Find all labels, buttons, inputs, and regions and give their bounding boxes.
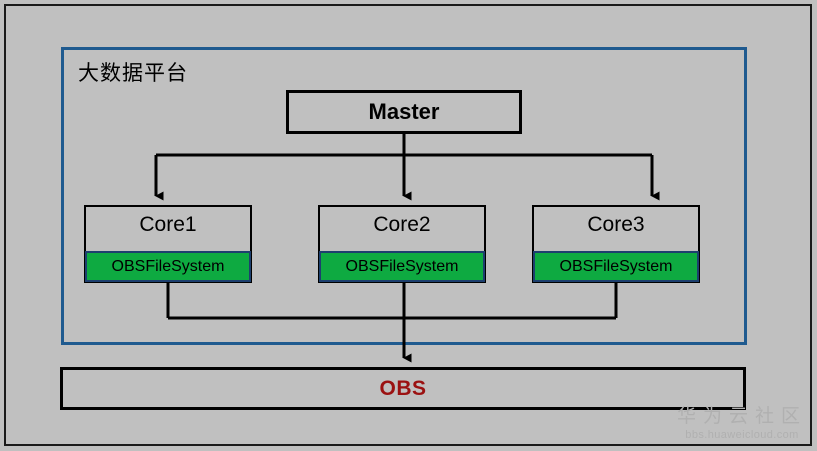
watermark: 华为云社区 bbs.huaweicloud.com [677,401,807,441]
node-obs-storage[interactable]: OBS [60,367,746,410]
outer-frame [4,4,812,446]
node-core2[interactable]: Core2 OBSFileSystem [318,205,486,283]
platform-title: 大数据平台 [78,61,188,85]
watermark-url: bbs.huaweicloud.com [685,429,799,441]
node-core1-obsfilesystem[interactable]: OBSFileSystem [85,251,251,282]
node-obs-storage-label: OBS [379,376,427,400]
node-core1-obsfilesystem-label: OBSFileSystem [111,257,225,275]
node-core3[interactable]: Core3 OBSFileSystem [532,205,700,283]
node-core3-obsfilesystem[interactable]: OBSFileSystem [533,251,699,282]
node-master-label: Master [368,99,440,124]
node-core1[interactable]: Core1 OBSFileSystem [84,205,252,283]
watermark-brand: 华为云社区 [676,405,807,427]
node-core3-obsfilesystem-label: OBSFileSystem [559,257,673,275]
node-core2-obsfilesystem-label: OBSFileSystem [345,257,459,275]
node-core2-label: Core2 [373,213,431,236]
node-master[interactable]: Master [286,90,522,134]
node-core1-label: Core1 [139,213,197,236]
node-core2-obsfilesystem[interactable]: OBSFileSystem [319,251,485,282]
node-core3-label: Core3 [587,213,645,236]
